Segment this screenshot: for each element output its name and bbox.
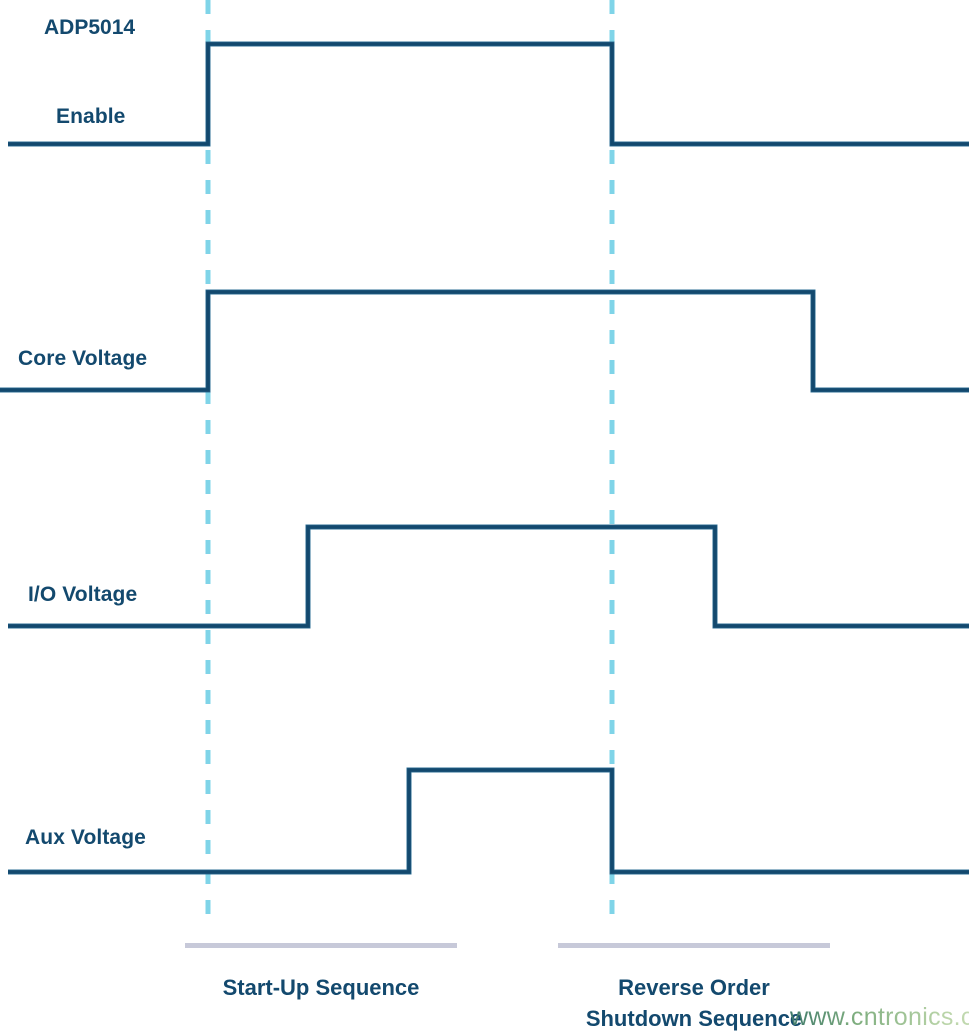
- waveform-enable-highlight: [8, 41, 969, 147]
- waveform-core-voltage-highlight: [0, 289, 969, 393]
- signal-label-io-voltage: I/O Voltage: [28, 583, 138, 606]
- signal-waveforms-group: [0, 41, 969, 875]
- marker-lines-group: [205, 0, 615, 920]
- signal-label-core-voltage: Core Voltage: [18, 347, 148, 370]
- sequence-caption-reverse-order-shutdown: Reverse Order Shutdown Sequence: [585, 975, 803, 1032]
- waveform-core-voltage: [0, 290, 969, 392]
- site-watermark: www.cntronics.com: [790, 1003, 969, 1032]
- sequence-caption-start-up: Start-Up Sequence: [222, 975, 420, 1000]
- signal-label-aux-voltage: Aux Voltage: [25, 826, 146, 849]
- sequence-bar-reverse-order-shutdown: [558, 943, 830, 948]
- waveform-aux-voltage: [8, 768, 969, 874]
- sequence-bars-group: [185, 943, 830, 948]
- waveform-aux-voltage-highlight: [8, 767, 969, 875]
- signal-label-enable: Enable: [56, 105, 126, 128]
- part-number-title: ADP5014: [44, 16, 136, 39]
- waveform-io-voltage: [8, 525, 969, 628]
- waveform-io-voltage-highlight: [8, 524, 969, 629]
- waveform-enable: [8, 42, 969, 146]
- sequence-bar-start-up: [185, 943, 457, 948]
